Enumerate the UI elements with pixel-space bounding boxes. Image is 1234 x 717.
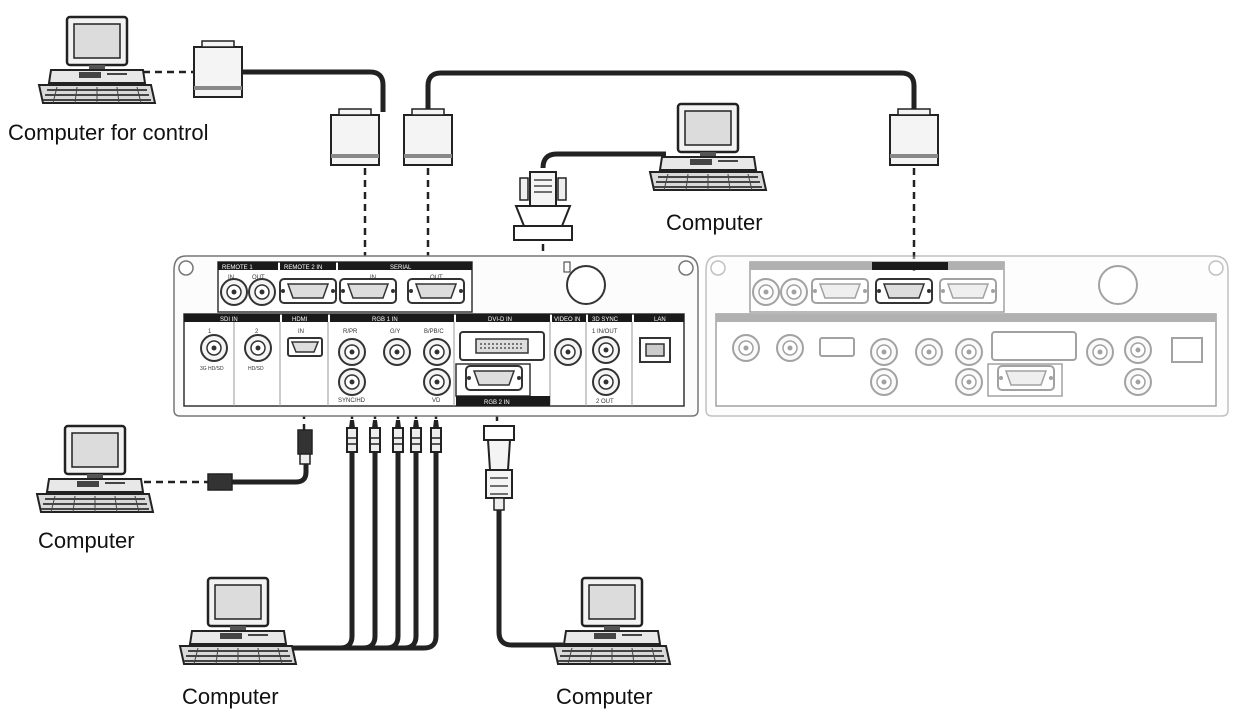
remote1-out-jack (248, 278, 276, 306)
sdi2-jack (244, 334, 272, 362)
rgb1-rpr-jack (338, 338, 366, 366)
serial-adapter-out (403, 108, 453, 166)
svg-text:B/PB/C: B/PB/C (424, 329, 444, 335)
serial-out-port (407, 278, 465, 304)
svg-text:OUT: OUT (252, 275, 265, 281)
projector-panel-main: REMOTE 1 REMOTE 2 IN SERIAL IN OUT IN OU… (173, 255, 699, 417)
svg-text:RGB 1 IN: RGB 1 IN (372, 317, 398, 323)
label-computer-top: Computer (666, 210, 763, 235)
svg-text:RGB 2 IN: RGB 2 IN (484, 400, 510, 406)
svg-text:SYNC/HD: SYNC/HD (338, 398, 366, 404)
sync-inout-jack (592, 336, 620, 364)
rgb1-gy-jack (383, 338, 411, 366)
remote1-label: REMOTE 1 (222, 265, 253, 271)
svg-text:R/PR: R/PR (343, 329, 358, 335)
label-computer-rgb1: Computer (182, 684, 279, 709)
serial-label: SERIAL (390, 265, 412, 271)
dvi-connector (513, 171, 573, 241)
rgb1-bpbc-jack (423, 338, 451, 366)
computer-rgb1 (178, 576, 298, 666)
remote1-in-jack (220, 278, 248, 306)
sdi1-jack (200, 334, 228, 362)
svg-text:VD: VD (432, 398, 441, 404)
projector-panel-second (705, 255, 1229, 417)
lan-port (639, 337, 671, 363)
remote2-label: REMOTE 2 IN (284, 265, 322, 271)
serial-adapter-second (889, 108, 939, 166)
computer-rgb2 (552, 576, 672, 666)
rgb2-cable-plug (483, 425, 515, 511)
svg-text:SDI IN: SDI IN (220, 317, 238, 323)
svg-text:IN: IN (228, 275, 234, 281)
remote2-port (279, 278, 337, 304)
svg-text:LAN: LAN (654, 317, 666, 323)
svg-text:G/Y: G/Y (390, 329, 400, 335)
hdmi-cable-plug (207, 429, 313, 491)
svg-text:VIDEO IN: VIDEO IN (554, 317, 580, 323)
second-serial-in-port (872, 262, 948, 304)
serial-adapter-control (193, 40, 243, 98)
svg-text:3D SYNC: 3D SYNC (592, 317, 619, 323)
svg-text:1 IN/OUT: 1 IN/OUT (592, 329, 618, 335)
computer-for-control (37, 15, 157, 105)
label-computer-hdmi: Computer (38, 528, 135, 553)
computer-top (648, 102, 768, 192)
dvid-port (459, 331, 545, 361)
svg-text:3G HD/SD: 3G HD/SD (200, 366, 224, 372)
svg-text:HD/SD: HD/SD (248, 366, 264, 372)
svg-text:HDMI: HDMI (292, 317, 308, 323)
rgb1-vd-jack (423, 368, 451, 396)
serial-in-port (339, 278, 397, 304)
sync-out-jack (592, 368, 620, 396)
bnc-plugs (346, 419, 442, 453)
ir-sensor (566, 265, 606, 305)
rgb2-port: RGB 2 IN (455, 363, 550, 406)
svg-text:IN: IN (298, 329, 304, 335)
serial-adapter-in (330, 108, 380, 166)
svg-text:DVI-D IN: DVI-D IN (488, 317, 512, 323)
svg-text:2: 2 (255, 329, 259, 335)
label-computer-for-control: Computer for control (8, 120, 209, 145)
computer-hdmi (35, 424, 155, 514)
label-computer-rgb2: Computer (556, 684, 653, 709)
svg-text:1: 1 (208, 329, 212, 335)
video-in-jack (554, 338, 582, 366)
rgb1-synchd-jack (338, 368, 366, 396)
hdmi-port (287, 337, 323, 357)
svg-text:2 OUT: 2 OUT (596, 399, 614, 405)
